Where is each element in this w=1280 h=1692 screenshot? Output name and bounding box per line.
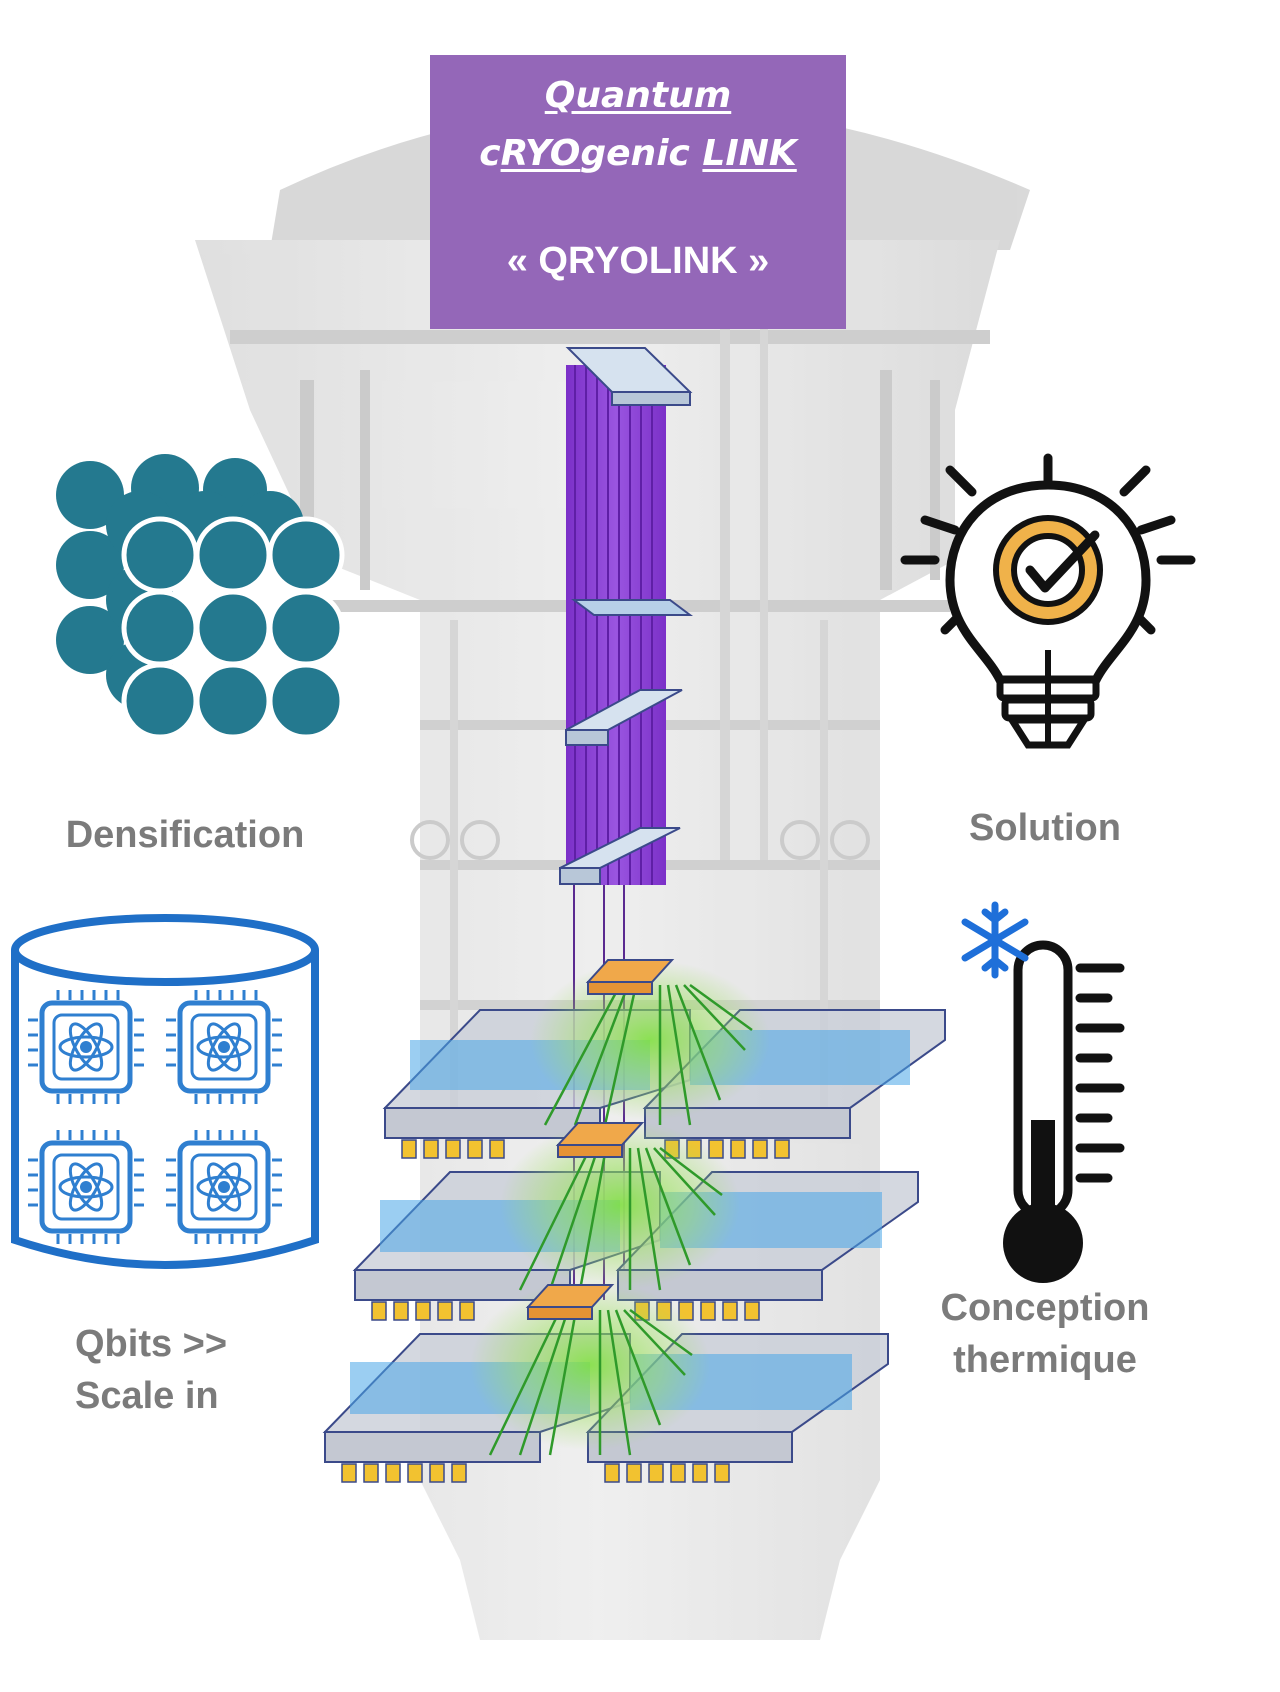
densification-label: Densification (65, 814, 305, 856)
densification-dots-icon (56, 454, 345, 740)
cryogenic-cable-bundle (566, 365, 666, 1300)
qbits-label-line-2: Scale in (75, 1375, 219, 1417)
title-line-1: Quantum (544, 75, 732, 116)
cable-plate (565, 347, 693, 406)
title-line-2: cRYOgenic LINK (479, 133, 797, 174)
thermometer-snowflake-icon (961, 901, 1125, 1283)
interposer-chip (585, 959, 675, 995)
conception-label-line-1: Conception (940, 1287, 1150, 1329)
qubit-cylinder-icon (11, 914, 319, 1269)
qbits-scale-label: Qbits >> Scale in (75, 1318, 275, 1422)
wire-fan (488, 1308, 693, 1456)
interposer-chip (555, 1122, 645, 1158)
interposer-chip (525, 1284, 615, 1320)
cable-plate (571, 599, 693, 616)
qbits-label-line-1: Qbits >> (75, 1323, 228, 1365)
qubit-chip-icon (166, 990, 282, 1104)
project-title-banner: Quantum cRYOgenic LINK « QRYOLINK » (430, 55, 846, 329)
cable-plate (559, 827, 681, 885)
connector-pins (341, 1463, 730, 1483)
cable-plate (565, 689, 683, 746)
conception-label-line-2: thermique (953, 1339, 1137, 1381)
qubit-chip-icon (166, 1130, 282, 1244)
qubit-chip-icon (28, 1130, 144, 1244)
solution-label: Solution (969, 807, 1121, 849)
project-name: « QRYOLINK » (506, 240, 770, 282)
wire-fan (518, 1147, 723, 1291)
qubit-chip-icon (28, 990, 144, 1104)
lightbulb-check-icon (900, 453, 1196, 749)
wire-fan (543, 983, 753, 1126)
snowflake-icon (961, 901, 1029, 979)
thermal-design-label: Conception thermique (920, 1282, 1170, 1386)
